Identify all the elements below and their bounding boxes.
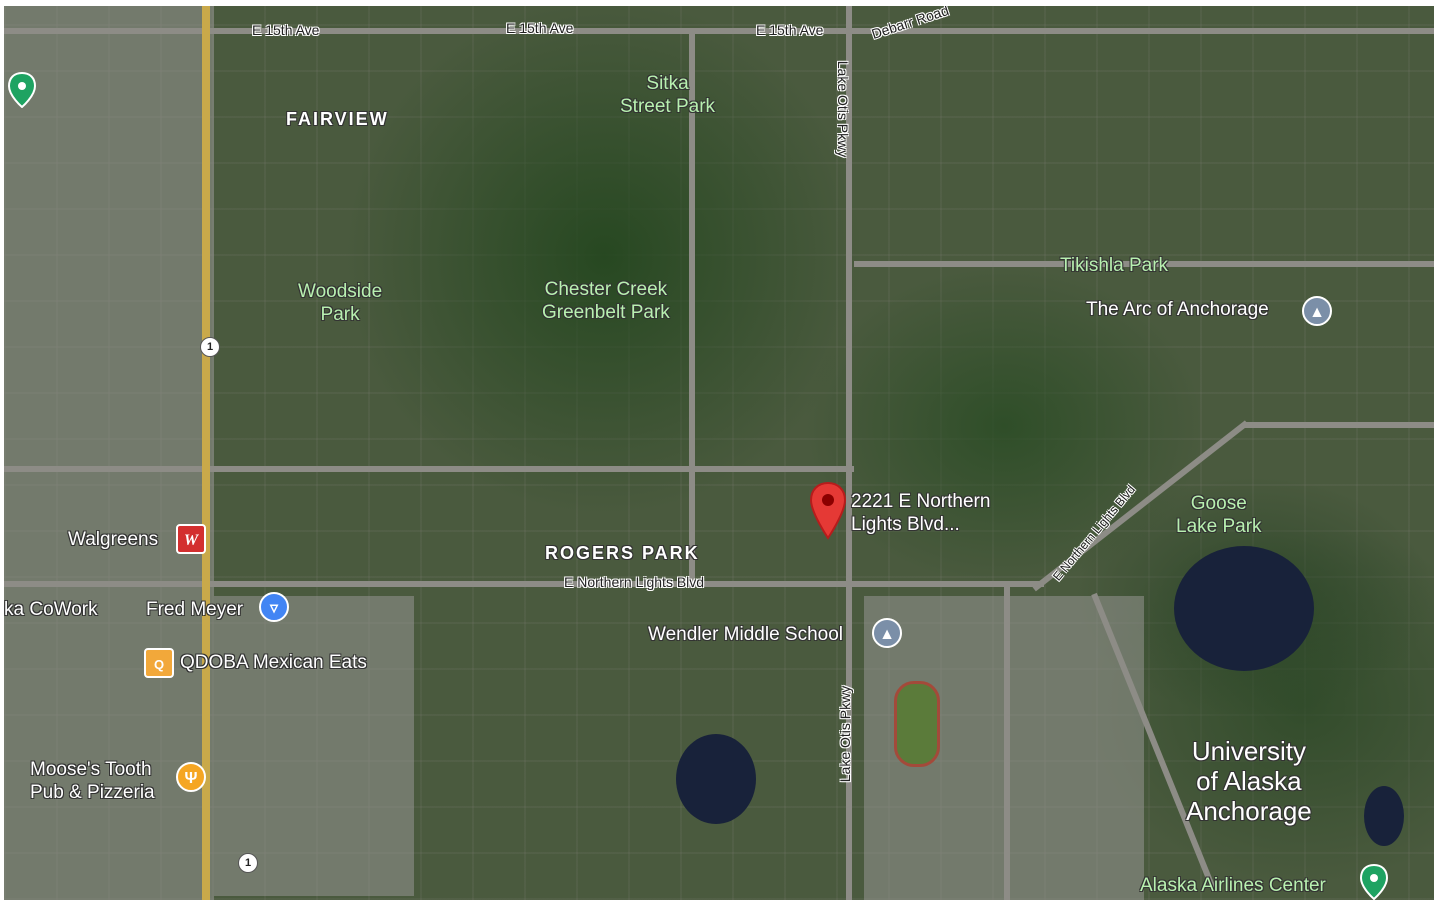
selected-location-label[interactable]: 2221 E Northern Lights Blvd... — [851, 491, 991, 535]
road-label-e15th-a: E 15th Ave — [252, 22, 320, 38]
park-label-goose-lake[interactable]: Goose Lake Park — [1176, 493, 1262, 537]
venue-pin-shape — [7, 71, 37, 109]
road-label-e15th-c: E 15th Ave — [756, 22, 824, 38]
route-1-shield-south: 1 — [238, 853, 258, 873]
place-label-alaska-airlines[interactable]: Alaska Airlines Center — [1140, 875, 1326, 896]
e-northern-lights-blvd — [4, 581, 1044, 587]
place-label-cowork[interactable]: ka CoWork — [4, 599, 98, 620]
shopping-bag-icon[interactable]: ▿ — [259, 592, 289, 622]
small-pond — [1364, 786, 1404, 846]
park-label-sitka[interactable]: Sitka Street Park — [620, 73, 716, 117]
e-15th-ave — [4, 28, 1434, 34]
neighborhood-fairview: FAIRVIEW — [286, 109, 389, 129]
walgreens-logo-icon[interactable]: W — [176, 524, 206, 554]
goose-lake — [1174, 546, 1314, 671]
urban-area-southwest — [214, 596, 414, 896]
road-label-northern-lights-curve: E Northern Lights Blvd — [1050, 482, 1138, 584]
road-label-e15th-b: E 15th Ave — [506, 20, 574, 36]
local-road-4 — [1004, 586, 1010, 900]
road-label-lake-otis-south: Lake Otis Pkwy — [837, 685, 854, 783]
neighborhood-rogers-park: ROGERS PARK — [545, 543, 700, 563]
park-label-woodside[interactable]: Woodside Park — [298, 281, 383, 325]
green-pin-icon[interactable] — [1359, 863, 1389, 900]
lake-otis-pkwy — [846, 6, 852, 900]
selected-location-pin[interactable] — [809, 481, 847, 545]
south-pond — [676, 734, 756, 824]
graduation-cap-icon[interactable]: ▲ — [872, 618, 902, 648]
park-label-tikishla[interactable]: Tikishla Park — [1060, 255, 1169, 276]
green-pin-icon[interactable] — [7, 71, 37, 113]
qdoba-logo-icon[interactable]: Q — [144, 648, 174, 678]
red-location-pin-icon — [809, 481, 847, 540]
place-label-fred-meyer[interactable]: Fred Meyer — [146, 599, 244, 620]
place-label-walgreens[interactable]: Walgreens — [68, 529, 159, 550]
local-road-2 — [854, 261, 1434, 267]
road-label-lake-otis-north: Lake Otis Pkwy — [835, 60, 852, 158]
urban-area-west — [4, 6, 214, 900]
road-label-northern-lights: E Northern Lights Blvd — [564, 574, 705, 590]
e-northern-lights-east — [1244, 422, 1434, 428]
place-label-qdoba[interactable]: QDOBA Mexican Eats — [180, 652, 367, 673]
sports-track — [894, 681, 940, 767]
fork-knife-icon[interactable]: Ψ — [176, 762, 206, 792]
place-label-arc[interactable]: The Arc of Anchorage — [1086, 299, 1269, 320]
park-label-chester-creek[interactable]: Chester Creek Greenbelt Park — [542, 279, 670, 323]
local-road-1 — [4, 466, 854, 472]
place-label-wendler[interactable]: Wendler Middle School — [648, 624, 844, 645]
road-label-debarr: Debarr Road — [869, 6, 951, 42]
venue-pin-shape — [1359, 863, 1389, 900]
place-label-moose-tooth[interactable]: Moose's Tooth Pub & Pizzeria — [30, 759, 155, 803]
graduation-cap-icon[interactable]: ▲ — [1302, 296, 1332, 326]
satellite-map[interactable]: E 15th Ave E 15th Ave E 15th Ave Debarr … — [4, 6, 1434, 900]
local-road-3 — [689, 28, 695, 588]
route-1-highway — [202, 6, 210, 900]
neighborhood-uaa[interactable]: University of Alaska Anchorage — [1186, 736, 1312, 826]
route-1-shield-north: 1 — [200, 337, 220, 357]
